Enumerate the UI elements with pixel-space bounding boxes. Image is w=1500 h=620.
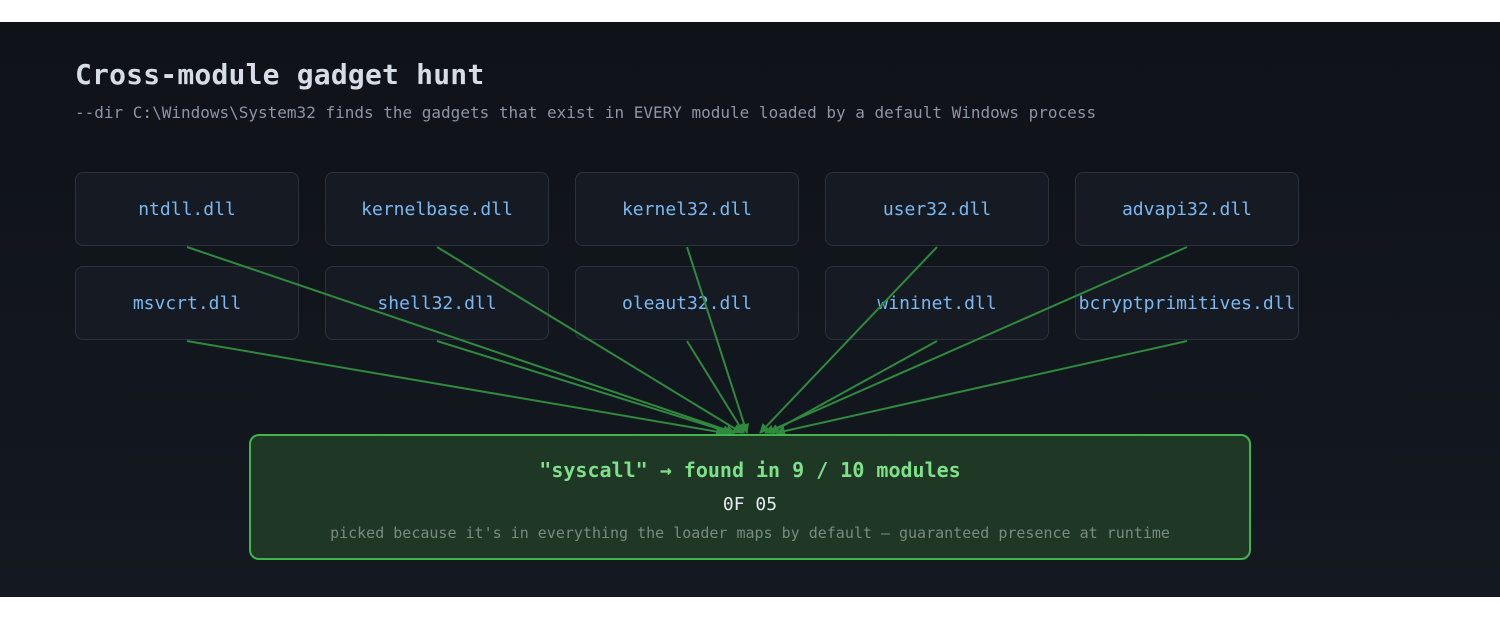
- module-kernelbase: kernelbase.dll: [325, 172, 549, 246]
- diagram-panel: Cross-module gadget hunt --dir C:\Window…: [0, 22, 1500, 597]
- page-subtitle: --dir C:\Windows\System32 finds the gadg…: [75, 103, 1097, 122]
- connector-wininet: [769, 340, 938, 434]
- module-advapi32: advapi32.dll: [1075, 172, 1299, 246]
- result-title: "syscall" → found in 9 / 10 modules: [539, 458, 961, 482]
- result-note: picked because it's in everything the lo…: [330, 524, 1170, 542]
- module-msvcrt: msvcrt.dll: [75, 266, 299, 340]
- module-shell32: shell32.dll: [325, 266, 549, 340]
- module-bcryptprimitives: bcryptprimitives.dll: [1075, 266, 1299, 340]
- module-ntdll: ntdll.dll: [75, 172, 299, 246]
- module-wininet: wininet.dll: [825, 266, 1049, 340]
- result-box: "syscall" → found in 9 / 10 modules 0F 0…: [249, 434, 1251, 560]
- connector-shell32: [436, 340, 733, 436]
- connector-oleaut32: [686, 340, 745, 434]
- module-user32: user32.dll: [825, 172, 1049, 246]
- module-kernel32: kernel32.dll: [575, 172, 799, 246]
- result-bytes: 0F 05: [722, 494, 778, 515]
- connector-msvcrt: [186, 340, 726, 437]
- connector-bcryptprimitives: [775, 340, 1188, 436]
- module-oleaut32: oleaut32.dll: [575, 266, 799, 340]
- page-title: Cross-module gadget hunt: [75, 58, 485, 91]
